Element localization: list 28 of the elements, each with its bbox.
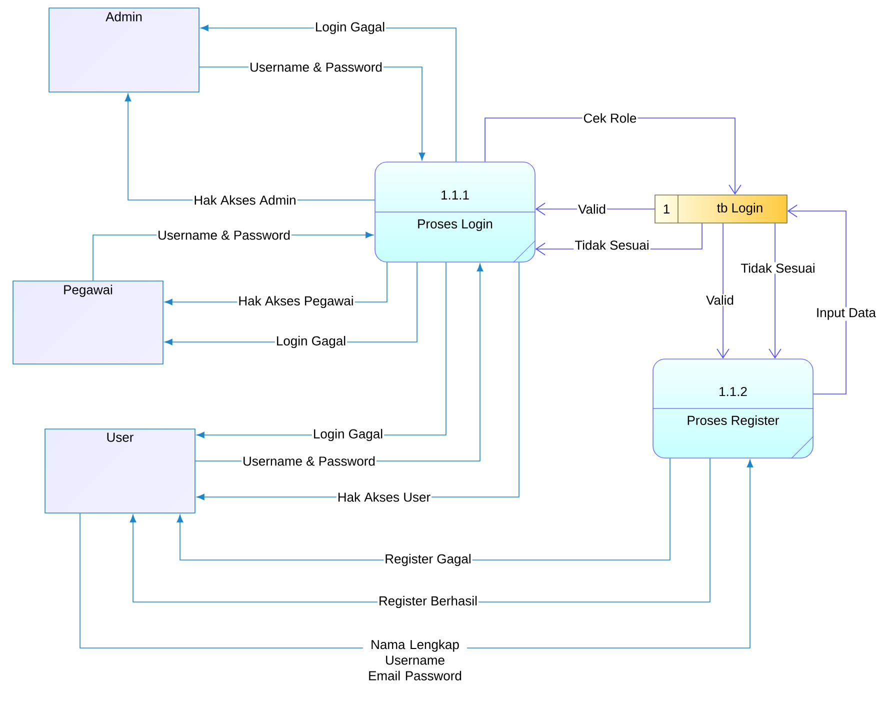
entity-box: Pegawai	[12, 280, 164, 364]
edge-label: Register Berhasil	[378, 594, 478, 610]
edge-label: Hak Akses Admin	[192, 194, 298, 206]
process-box: 1.1.2 Proses Register	[652, 358, 814, 459]
entity-box: User	[44, 428, 196, 514]
edge-label: Tidak Sesuai	[740, 262, 816, 274]
arrow	[80, 460, 754, 648]
edge-label: Login Gagal	[314, 20, 386, 36]
edge-label: Register Gagal	[384, 552, 472, 568]
edge-label: Nama Lengkap Username Email Password	[363, 640, 467, 680]
edge-label: Valid	[705, 294, 735, 306]
arrow	[768, 223, 782, 359]
edge-label: Hak Akses User	[336, 491, 432, 503]
entity-box: Admin	[48, 8, 200, 92]
edge-label: Hak Akses Pegawai	[237, 294, 355, 310]
edge-label: Input Data	[815, 307, 877, 321]
edge-label: Username & Password	[242, 455, 376, 467]
edge-label: Cek Role	[582, 112, 638, 124]
arrow	[787, 204, 846, 394]
edge-label: Tidak Sesuai	[574, 239, 650, 251]
edge-label: Username & Password	[156, 229, 292, 241]
edge-label: Username & Password	[248, 61, 384, 73]
process-box: 1.1.1 Proses Login	[374, 162, 536, 263]
edge-label: Login Gagal	[312, 428, 384, 442]
edge-label: Login Gagal	[274, 334, 348, 350]
arrow	[716, 223, 730, 359]
edge-label: Valid	[577, 203, 607, 215]
data-store: 1 tb Login	[654, 194, 788, 224]
